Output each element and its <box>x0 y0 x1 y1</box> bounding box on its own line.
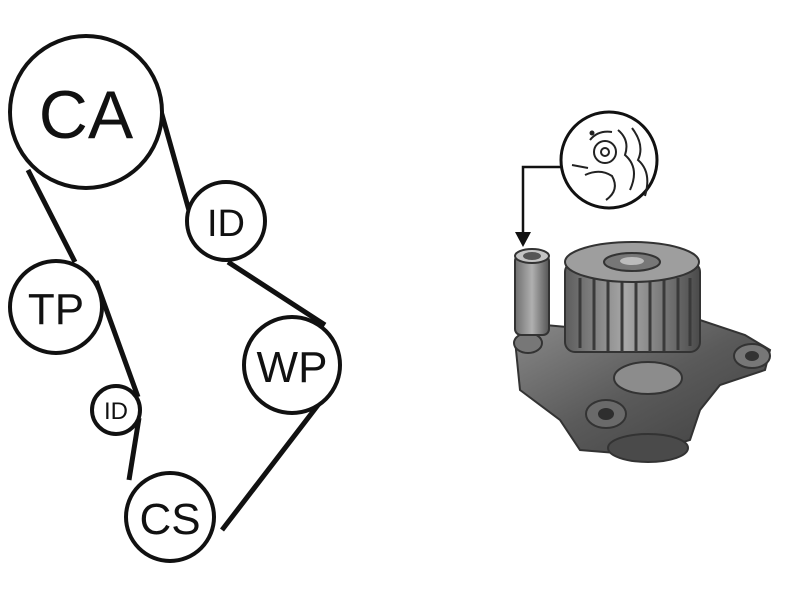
belt-routing-diagram <box>25 103 330 532</box>
belt-segment-wp-cs <box>220 390 330 532</box>
pulley-cs-label: CS <box>139 495 200 544</box>
pulley-ca-label: CA <box>39 77 134 153</box>
pulley-cs: CS <box>124 471 216 563</box>
pulley-wp-label: WP <box>257 343 328 392</box>
pulley-ca: CA <box>8 34 164 190</box>
pulley-id-lower-label: ID <box>104 398 128 425</box>
belt-segment-id-wp <box>226 259 327 328</box>
arrow-down-icon <box>515 165 561 247</box>
pulleys: CA ID TP WP ID CS <box>8 34 342 563</box>
belt-segment-cs-idl <box>126 417 142 481</box>
sprocket-gear <box>564 241 701 353</box>
pulley-id-upper-label: ID <box>207 203 245 245</box>
pulley-tp: TP <box>8 259 104 355</box>
pulley-id-upper: ID <box>185 180 267 262</box>
pulley-id-lower: ID <box>90 384 142 436</box>
belt-segment-ca-id <box>156 103 193 215</box>
pulley-wp: WP <box>242 315 342 415</box>
water-pump-photo-icon <box>513 241 772 463</box>
pulley-tp-label: TP <box>28 285 84 334</box>
mounting-detail-callout-icon <box>559 110 659 210</box>
belt-segment-tp-ca <box>25 168 78 264</box>
